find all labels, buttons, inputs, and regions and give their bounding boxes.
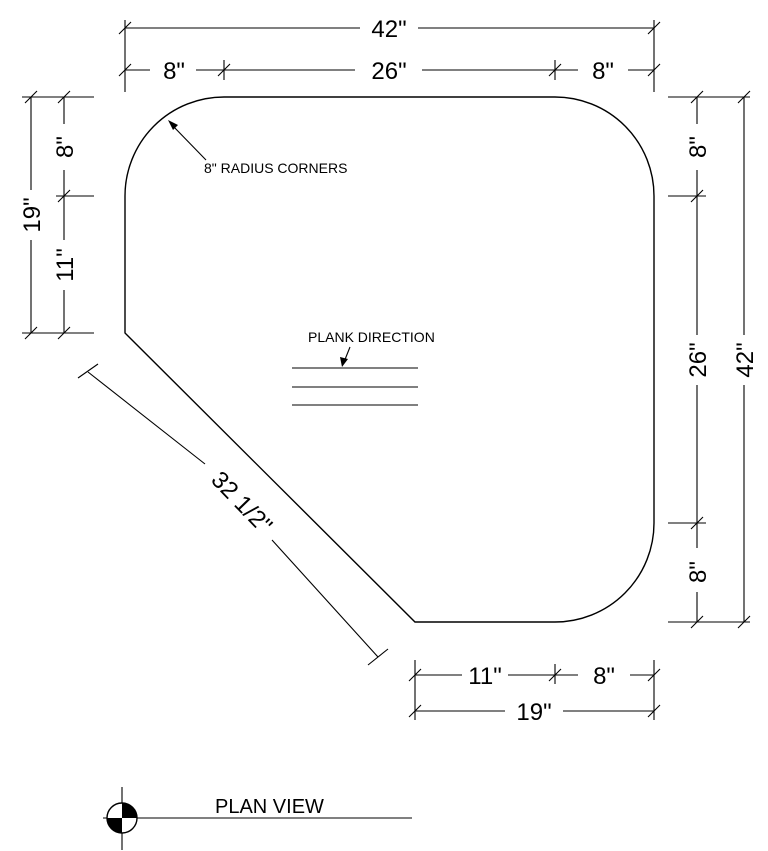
left-overall-dimension: 19" [19, 90, 94, 340]
plank-direction-note: PLANK DIRECTION [292, 329, 435, 406]
bottom-left-segment-label: 11" [468, 663, 501, 690]
top-overall-label: 42" [371, 16, 406, 43]
plan-view-title: PLAN VIEW [103, 787, 412, 850]
top-overall-dimension: 42" [118, 16, 661, 92]
left-segment-dimensions: 8" 11" [52, 90, 94, 340]
radius-note: 8" RADIUS CORNERS [168, 120, 347, 176]
right-overall-dimension: 42" [732, 90, 759, 629]
bottom-overall-label: 19" [516, 699, 551, 726]
top-segment-dimensions: 8" 26" 8" [118, 58, 661, 85]
countertop-outline [124, 96, 655, 623]
radius-note-label: 8" RADIUS CORNERS [204, 160, 347, 176]
bottom-overall-dimension: 19" [408, 699, 661, 726]
plan-view-label: PLAN VIEW [215, 796, 324, 818]
diagonal-label: 32 1/2" [206, 466, 278, 539]
left-upper-segment-label: 8" [52, 136, 79, 158]
right-overall-label: 42" [732, 342, 759, 377]
right-lower-segment-label: 8" [685, 561, 712, 583]
plank-direction-label: PLANK DIRECTION [308, 329, 435, 345]
top-right-segment-label: 8" [592, 58, 614, 85]
diagonal-dimension: 32 1/2" [77, 363, 389, 666]
left-lower-segment-label: 11" [52, 248, 79, 281]
left-overall-label: 19" [19, 197, 46, 232]
plank-leader-arrowhead [340, 357, 348, 367]
top-middle-segment-label: 26" [371, 58, 406, 85]
top-left-segment-label: 8" [163, 58, 185, 85]
bottom-segment-dimensions: 11" 8" [408, 660, 661, 720]
bottom-right-segment-label: 8" [593, 663, 615, 690]
right-upper-segment-label: 8" [685, 136, 712, 158]
radius-leader-arrowhead [168, 120, 178, 130]
right-segment-dimensions: 8" 26" 8" [668, 90, 750, 629]
right-middle-segment-label: 26" [685, 342, 712, 377]
